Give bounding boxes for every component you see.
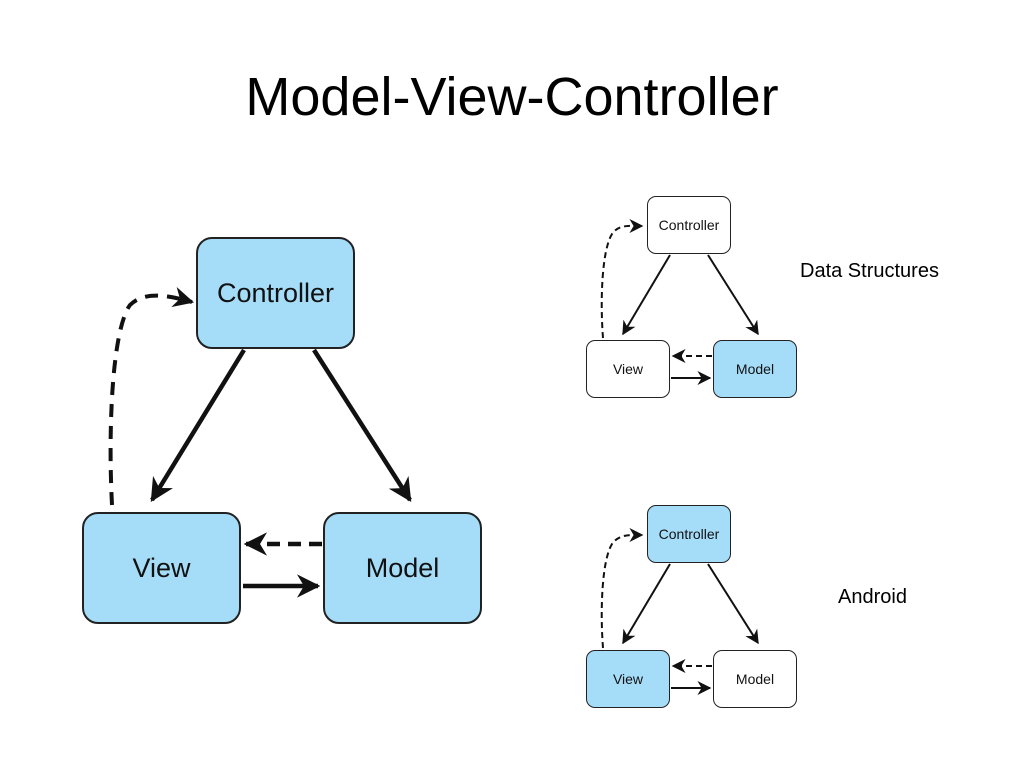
main-view-to-controller-dashed-arrow — [108, 287, 195, 506]
android-view-box: View — [586, 650, 670, 708]
main-controller-to-model-arrow — [312, 348, 412, 502]
android-controller-box: Controller — [647, 505, 731, 563]
ds-controller-label: Controller — [658, 217, 720, 233]
ds-view-label: View — [612, 361, 644, 377]
ds-view-box: View — [586, 340, 670, 398]
slide-title: Model-View-Controller — [245, 67, 779, 127]
android-controller-to-model-arrow — [707, 563, 759, 645]
ds-controller-box: Controller — [647, 196, 731, 254]
main-controller-to-view-arrow — [150, 348, 246, 502]
android-controller-to-view-arrow — [622, 563, 671, 645]
ds-controller-to-model-arrow — [707, 254, 759, 336]
ds-model-box: Model — [713, 340, 797, 398]
ds-model-label: Model — [735, 361, 775, 377]
android-model-label: Model — [735, 671, 775, 687]
main-model-box: Model — [323, 512, 482, 624]
main-controller-box: Controller — [196, 237, 355, 349]
android-model-box: Model — [713, 650, 797, 708]
main-view-label: View — [132, 552, 191, 583]
android-controller-label: Controller — [658, 526, 720, 542]
main-model-label: Model — [365, 552, 440, 583]
ds-caption: Data Structures — [800, 260, 939, 282]
android-view-to-controller-dashed-arrow — [600, 527, 644, 649]
ds-view-to-controller-dashed-arrow — [600, 218, 644, 339]
android-caption: Android — [838, 586, 907, 608]
ds-controller-to-view-arrow — [622, 254, 671, 336]
main-controller-label: Controller — [216, 277, 335, 308]
android-view-label: View — [612, 671, 644, 687]
main-view-box: View — [82, 512, 241, 624]
